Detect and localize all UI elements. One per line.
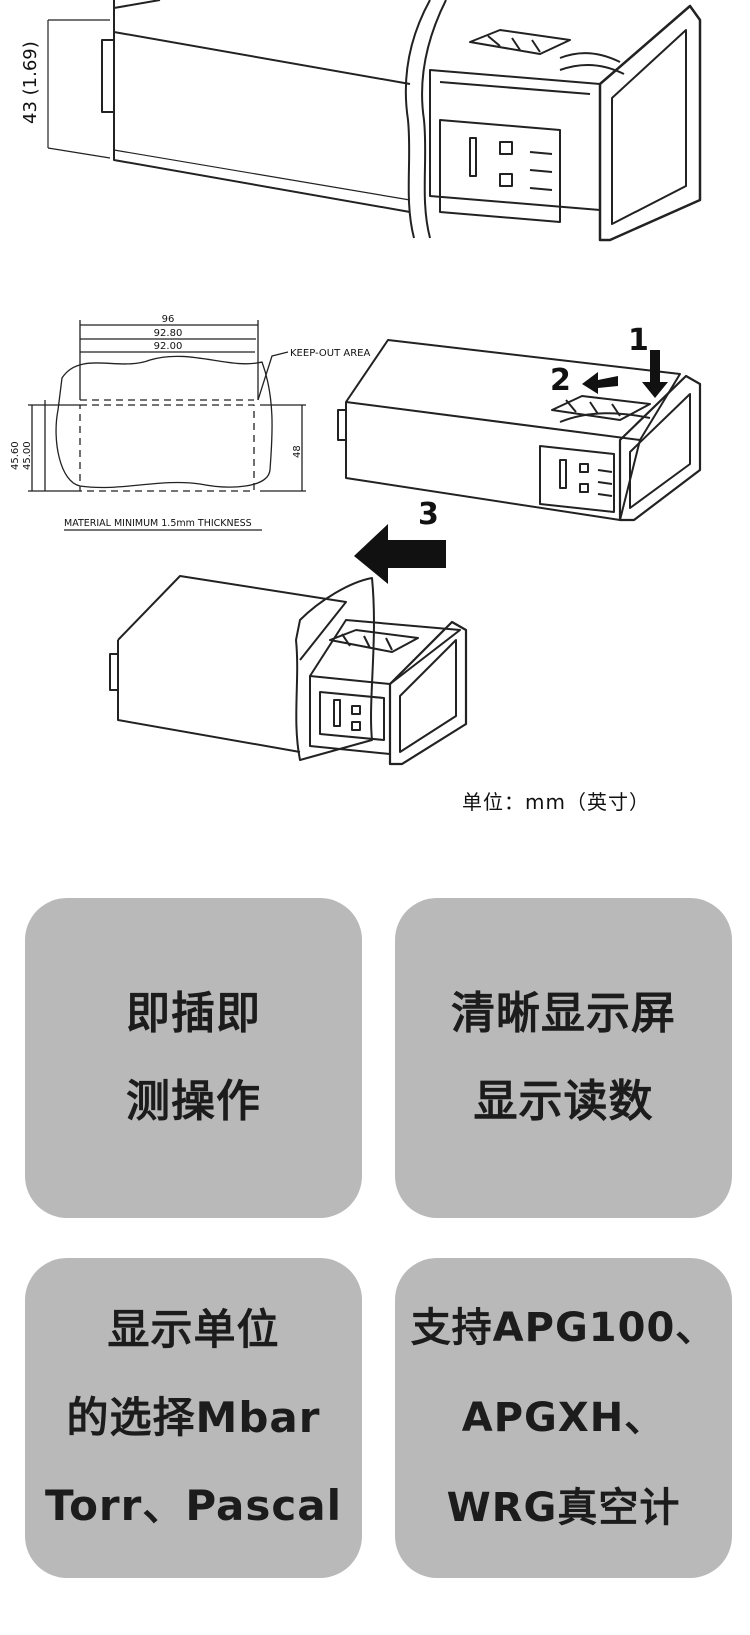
keep-out-label: KEEP-OUT AREA	[290, 348, 370, 359]
units-caption: 单位：mm（英寸）	[462, 790, 650, 814]
dim-92-00-label: 92.00	[154, 341, 183, 352]
step-2-label: 2	[550, 363, 571, 398]
feature-card-unit-selection: 显示单位 的选择Mbar Torr、Pascal	[25, 1258, 362, 1578]
feature-line: 支持APG100、	[410, 1305, 717, 1351]
feature-line: 测操作	[126, 1076, 261, 1127]
feature-card-plug-and-play: 即插即 测操作	[25, 898, 362, 1218]
feature-line: APGXH、	[461, 1395, 666, 1441]
feature-card-gauge-support: 支持APG100、 APGXH、 WRG真空计	[395, 1258, 732, 1578]
insert-drawing	[109, 575, 468, 766]
clip-install-drawing	[337, 339, 702, 522]
dim-45-60-label: 45.60	[10, 441, 21, 470]
dim-92-80-label: 92.80	[154, 328, 183, 339]
feature-line: WRG真空计	[446, 1485, 681, 1531]
arrow-step-2	[582, 372, 618, 394]
arrow-step-3	[354, 524, 446, 584]
feature-line: 显示单位	[107, 1305, 280, 1354]
top-gauge-drawing	[47, 0, 702, 242]
panel-cutout-drawing	[28, 320, 306, 531]
feature-line: Torr、Pascal	[45, 1481, 342, 1530]
dim-48-label: 48	[292, 445, 303, 458]
step-3-label: 3	[418, 497, 439, 532]
feature-card-clear-display: 清晰显示屏 显示读数	[395, 898, 732, 1218]
step-1-label: 1	[628, 323, 649, 358]
height-dim-label: 43 (1.69)	[20, 41, 41, 124]
feature-line: 的选择Mbar	[66, 1393, 321, 1442]
installation-diagram: 43 (1.69) 96 92.80 92.00 KEEP-OUT AREA 4…	[10, 0, 702, 766]
feature-line: 显示读数	[473, 1076, 654, 1127]
dim-45-00-label: 45.00	[22, 441, 33, 470]
dim-96-label: 96	[162, 314, 175, 325]
installation-drawing: 43 (1.69) 96 92.80 92.00 KEEP-OUT AREA 4…	[10, 0, 702, 766]
feature-line: 即插即	[126, 988, 261, 1039]
feature-line: 清晰显示屏	[451, 988, 676, 1039]
arrow-step-1	[642, 350, 668, 398]
material-note: MATERIAL MINIMUM 1.5mm THICKNESS	[64, 518, 252, 529]
